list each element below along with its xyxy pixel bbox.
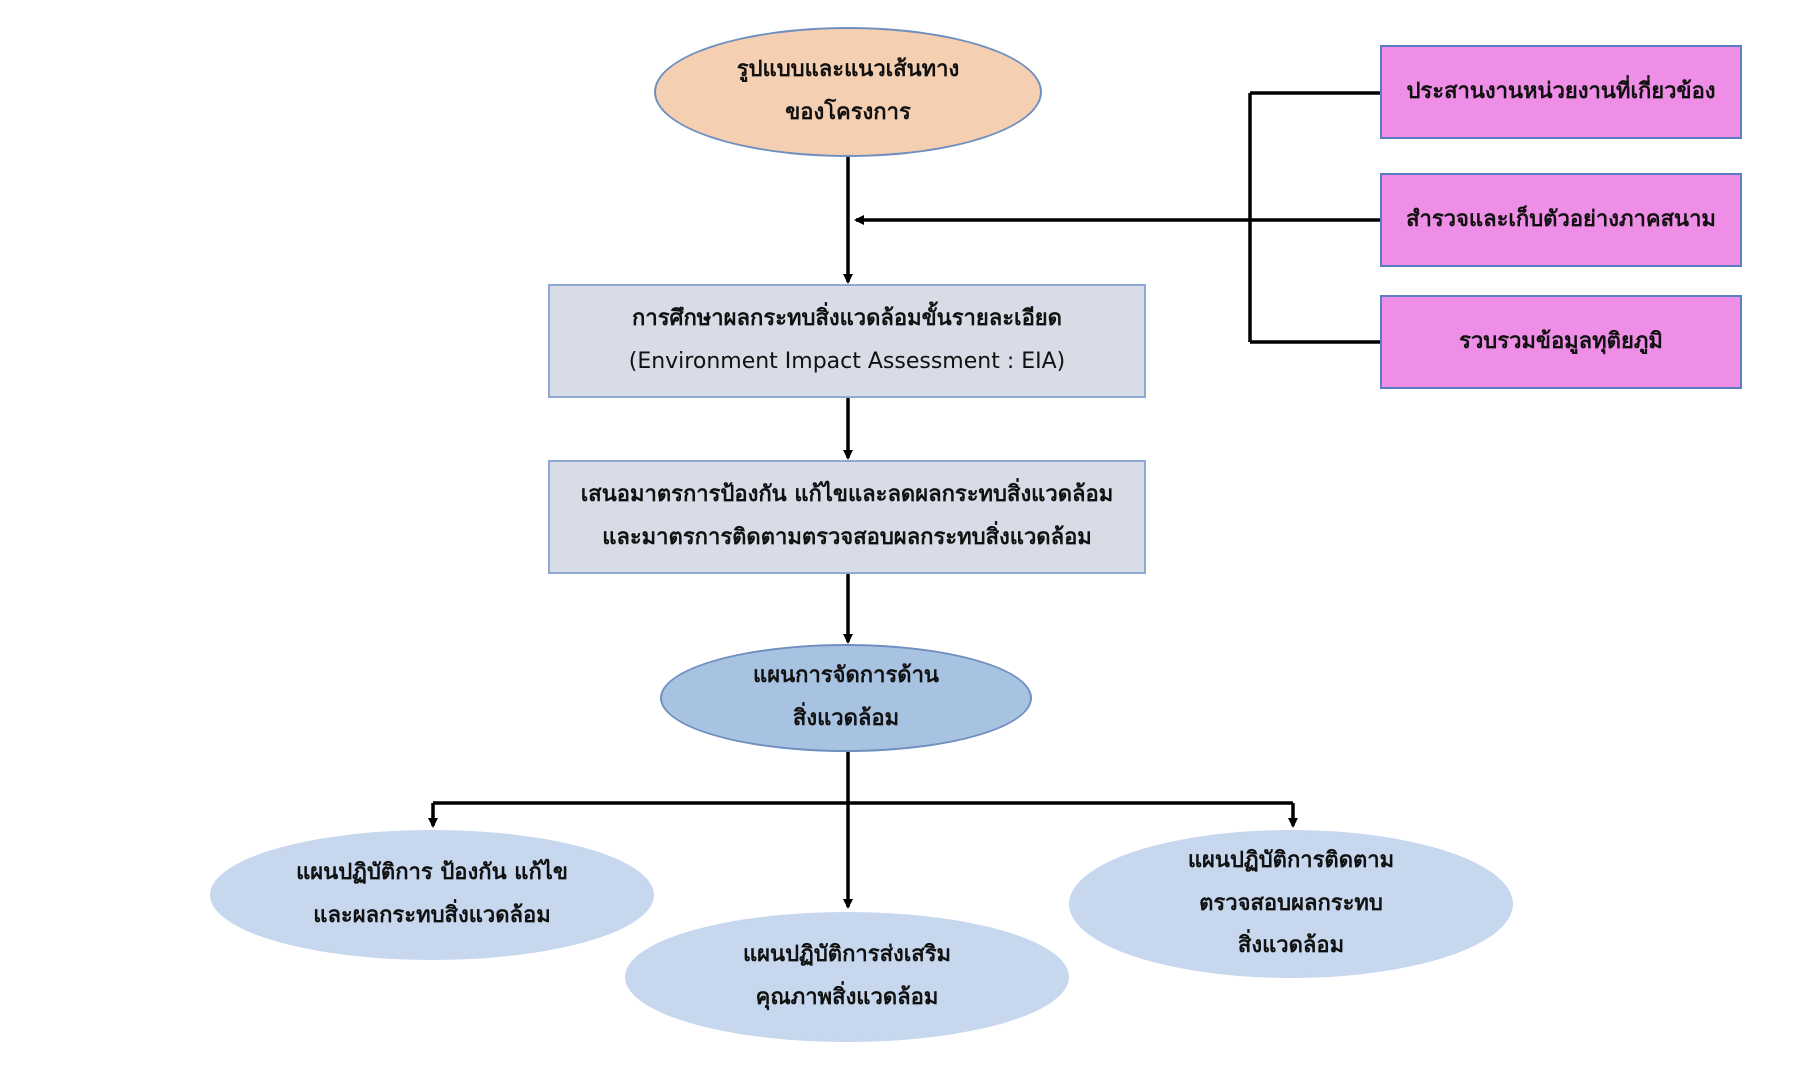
node-eia-study-line-1: การศึกษาผลกระทบสิ่งแวดล้อมขั้นรายละเอียด <box>632 306 1062 332</box>
node-plan-prevention-line-2: และผลกระทบสิ่งแวดล้อม <box>313 903 551 928</box>
node-field-survey-label: สำรวจและเก็บตัวอย่างภาคสนาม <box>1406 206 1716 232</box>
node-plan-monitoring-line-2: ตรวจสอบผลกระทบ <box>1199 890 1383 916</box>
node-plan-monitoring-line-1: แผนปฏิบัติการติดตาม <box>1187 847 1395 873</box>
node-plan-monitoring-line-3: สิ่งแวดล้อม <box>1237 933 1345 959</box>
node-plan-prevention: แผนปฏิบัติการ ป้องกัน แก้ไข และผลกระทบสิ… <box>210 830 654 960</box>
node-plan-monitoring: แผนปฏิบัติการติดตาม ตรวจสอบผลกระทบ สิ่งแ… <box>1069 830 1513 978</box>
node-project-pattern: รูปแบบและแนวเส้นทาง ของโครงการ <box>654 27 1042 157</box>
node-eia-study-line-2: (Environment Impact Assessment : EIA) <box>628 349 1066 374</box>
node-measures: เสนอมาตรการป้องกัน แก้ไขและลดผลกระทบสิ่ง… <box>548 460 1146 574</box>
node-eia-study: การศึกษาผลกระทบสิ่งแวดล้อมขั้นรายละเอียด… <box>548 284 1146 398</box>
node-env-management-plan: แผนการจัดการด้าน สิ่งแวดล้อม <box>660 644 1032 752</box>
node-env-management-plan-line-1: แผนการจัดการด้าน <box>753 663 939 689</box>
node-plan-promotion-line-2: คุณภาพสิ่งแวดล้อม <box>755 985 939 1010</box>
node-measures-line-1: เสนอมาตรการป้องกัน แก้ไขและลดผลกระทบสิ่ง… <box>580 482 1114 508</box>
node-coordination: ประสานงานหน่วยงานที่เกี่ยวข้อง <box>1380 45 1742 139</box>
node-coordination-label: ประสานงานหน่วยงานที่เกี่ยวข้อง <box>1406 78 1716 104</box>
node-project-pattern-line-1: รูปแบบและแนวเส้นทาง <box>736 57 960 83</box>
node-field-survey: สำรวจและเก็บตัวอย่างภาคสนาม <box>1380 173 1742 267</box>
node-project-pattern-line-2: ของโครงการ <box>785 100 911 125</box>
node-plan-prevention-line-1: แผนปฏิบัติการ ป้องกัน แก้ไข <box>296 860 568 886</box>
node-measures-line-2: และมาตรการติดตามตรวจสอบผลกระทบสิ่งแวดล้อ… <box>602 525 1092 550</box>
node-plan-promotion: แผนปฏิบัติการส่งเสริม คุณภาพสิ่งแวดล้อม <box>625 912 1069 1042</box>
node-env-management-plan-line-2: สิ่งแวดล้อม <box>792 706 900 731</box>
node-secondary-data: รวบรวมข้อมูลทุติยภูมิ <box>1380 295 1742 389</box>
node-plan-promotion-line-1: แผนปฏิบัติการส่งเสริม <box>742 942 952 968</box>
node-secondary-data-label: รวบรวมข้อมูลทุติยภูมิ <box>1459 328 1663 354</box>
